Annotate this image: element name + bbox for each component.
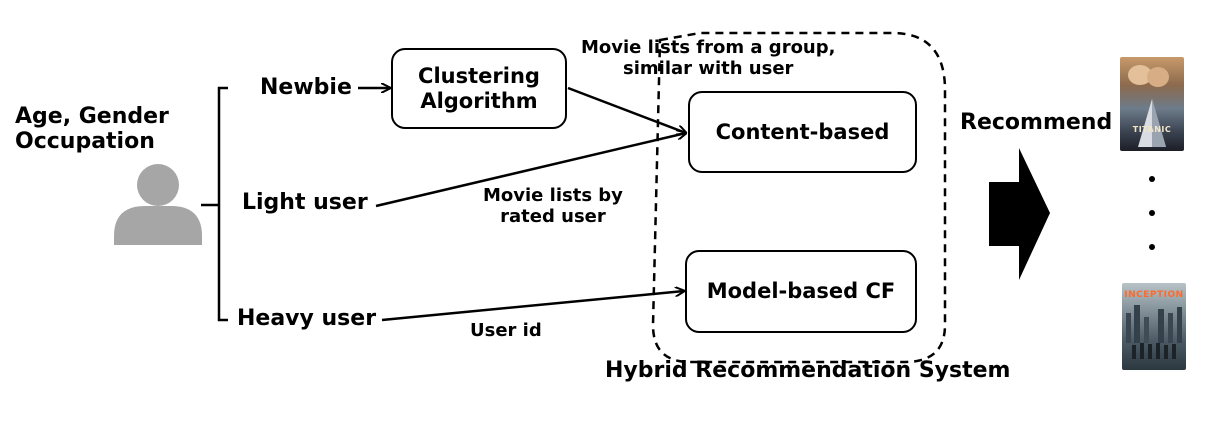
inception-poster: INCEPTION [1122,283,1186,370]
clustering-to-content-arrow [567,86,686,133]
recommend-arrow-icon [989,148,1050,280]
clustering-label-line1: Clustering [418,64,540,89]
heavy-to-model-arrow [381,291,684,322]
model-based-cf-label: Model-based CF [706,279,896,304]
titanic-title: TITANIC [1132,125,1172,134]
group-lists-label: Movie lists from a group, similar with u… [581,37,836,79]
recommend-label: Recommend [960,110,1113,135]
user-id-label: User id [470,320,542,341]
user-type-newbie: Newbie [260,75,352,100]
user-attributes-line1: Age, Gender [15,104,169,129]
hybrid-system-label: Hybrid Recommendation System [605,358,1011,383]
user-attributes-line2: Occupation [15,129,155,155]
light-to-content-arrow [375,133,686,208]
clustering-label-line2: Algorithm [420,88,538,113]
user-type-heavy: Heavy user [237,306,377,331]
rated-lists-label: Movie lists by rated user [483,185,623,227]
clustering-algorithm-node: Clustering Algorithm [391,48,567,129]
model-based-cf-node: Model-based CF [685,250,917,333]
content-based-node: Content-based [688,91,917,173]
content-based-label: Content-based [715,119,890,144]
user-type-bracket [217,86,228,322]
vertical-ellipsis-icon [1149,176,1155,250]
group-lists-line1: Movie lists from a group, [581,37,836,58]
user-type-light: Light user [242,190,368,215]
user-attributes: Age, Gender Occupation [15,104,169,155]
inception-cityscape-icon [1126,305,1182,359]
group-lists-line2: similar with user [623,57,794,79]
inception-title: INCEPTION [1124,290,1184,300]
titanic-ship-icon [1128,65,1169,147]
titanic-poster: TITANIC [1120,57,1184,151]
person-icon [114,164,202,245]
hybrid-system-boundary [651,31,947,364]
rated-lists-line2: rated user [500,205,606,227]
rated-lists-line1: Movie lists by [483,185,623,206]
